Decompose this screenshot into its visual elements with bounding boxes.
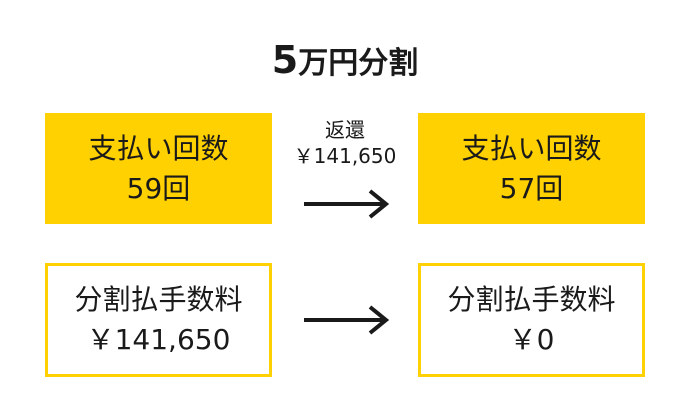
installments-after-label: 支払い回数: [461, 131, 602, 165]
installments-before-label: 支払い回数: [88, 131, 229, 165]
fee-after-label: 分割払手数料: [447, 283, 616, 316]
page-title: 5万円分割: [0, 40, 690, 84]
title-suffix: 万円分割: [298, 46, 419, 81]
installments-after-value: 57回: [499, 171, 564, 205]
fee-before-label: 分割払手数料: [74, 283, 243, 316]
arrow-right-icon: [304, 189, 390, 219]
arrow-right-icon: [304, 305, 390, 335]
installments-after-box: 支払い回数 57回: [418, 113, 645, 224]
refund-label: 返還: [325, 118, 365, 142]
refund-amount: ￥141,650: [293, 144, 397, 168]
fee-before-value: ￥141,650: [86, 323, 231, 356]
title-number: 5: [271, 38, 299, 82]
fee-after-box: 分割払手数料 ￥0: [418, 263, 645, 377]
fee-after-value: ￥0: [508, 323, 555, 356]
installments-before-value: 59回: [126, 171, 191, 205]
fee-before-box: 分割払手数料 ￥141,650: [45, 263, 272, 377]
installments-before-box: 支払い回数 59回: [45, 113, 272, 224]
